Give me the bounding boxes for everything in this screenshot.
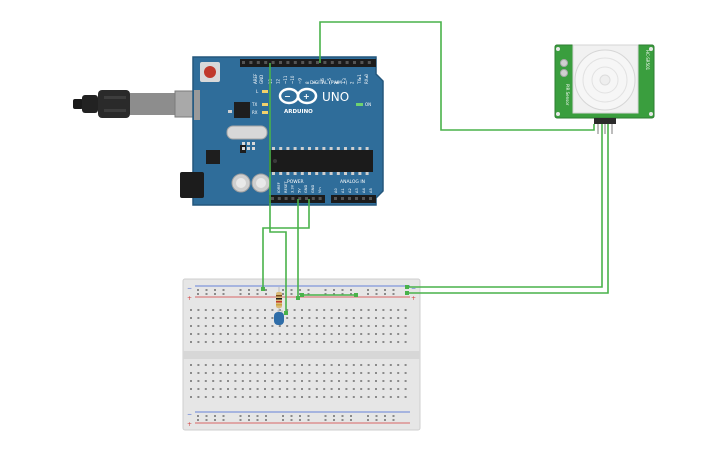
regulator-chip: [206, 150, 220, 164]
power-header[interactable]: [269, 195, 325, 203]
reset-button-cap[interactable]: [204, 66, 216, 78]
digital-header-label: DIGITAL (PWM~): [310, 80, 348, 86]
led-rx: [262, 111, 268, 114]
digital-pin-label: RX◂0: [364, 73, 369, 84]
wire-pir-gnd[interactable]: [407, 124, 609, 294]
resistor[interactable]: [276, 287, 282, 313]
analog-pin-label: A4: [362, 188, 366, 193]
wire-pin12-led[interactable]: [269, 63, 287, 313]
breadboard-holes: [190, 289, 407, 421]
wire-endpoint[interactable]: [284, 311, 288, 315]
power-header-label: POWER: [287, 179, 304, 185]
breadboard[interactable]: − + − + − +: [182, 278, 421, 431]
analog-header[interactable]: [331, 195, 376, 203]
analog-pin-label: A1: [341, 188, 345, 193]
digital-pin-label: 12: [275, 78, 280, 84]
usb-cable[interactable]: [73, 90, 199, 118]
crystal-oscillator: [226, 125, 268, 140]
pir-sensor[interactable]: PIR Sensor HC-SR501: [554, 44, 655, 134]
power-pin-label: Vin: [318, 187, 322, 193]
analog-header-label: ANALOG IN: [340, 179, 365, 185]
analog-pin-label: A3: [355, 188, 359, 193]
power-pin-label: 3.3V: [291, 184, 295, 193]
wires: [262, 21, 609, 313]
aref-label: AREF: [253, 73, 258, 84]
wire-endpoint[interactable]: [261, 287, 265, 291]
arduino-brand-text: ARDUINO: [284, 109, 313, 115]
rail-plus-mark-bottom: +: [187, 421, 192, 428]
digital-pin-label: ~5: [327, 78, 332, 84]
power-pin-label: RESET: [284, 181, 288, 193]
digital-pin-label: 7: [312, 81, 317, 84]
led-tx-label: TX: [251, 102, 257, 107]
led-rx-label: RX: [252, 110, 258, 115]
rail-plus-mark: +: [187, 295, 192, 302]
wire-endpoints: [261, 285, 409, 315]
icsp-header: [242, 142, 255, 150]
svg-text:+: +: [303, 92, 310, 101]
delay-potentiometer[interactable]: [560, 69, 568, 77]
analog-pin-label: A0: [334, 188, 338, 193]
digital-header[interactable]: [240, 59, 376, 67]
digital-pin-label: ~3: [342, 78, 347, 84]
svg-text:−: −: [284, 92, 291, 101]
digital-pin-label: 8: [305, 81, 310, 84]
digital-pin-label: 4: [335, 81, 340, 84]
analog-pin-label: A2: [348, 188, 352, 193]
rail-minus-mark-bottom: −: [187, 411, 192, 418]
led-tx: [262, 103, 268, 106]
rail-plus-mark-right: +: [411, 295, 416, 302]
digital-pin-label: ~11: [283, 75, 288, 84]
led-on-label: ON: [365, 102, 371, 107]
led-on: [356, 103, 363, 106]
arduino-logo: − +: [278, 87, 318, 105]
digital-pin-label: ~9: [298, 78, 303, 84]
led-component[interactable]: [274, 310, 284, 325]
wire-endpoint[interactable]: [300, 293, 304, 297]
digital-pin-label: ~6: [320, 78, 325, 84]
wire-endpoint[interactable]: [405, 285, 409, 289]
wire-endpoint[interactable]: [354, 293, 358, 297]
center-channel: [183, 351, 420, 359]
power-jack[interactable]: [180, 172, 204, 198]
led-l-label: L: [256, 89, 259, 94]
wire-pir-vcc[interactable]: [407, 124, 603, 288]
rail-minus-mark: −: [187, 285, 192, 292]
arduino-model-text: UNO: [322, 90, 349, 104]
pir-side-label-left: PIR Sensor: [565, 84, 570, 106]
power-pin-label: IOREF: [277, 182, 281, 193]
wire-gnd-rail[interactable]: [262, 199, 310, 289]
wire-endpoint[interactable]: [296, 296, 300, 300]
pir-pin-header[interactable]: [594, 118, 616, 124]
digital-pin-label: 2: [349, 81, 354, 84]
power-pin-label: 5V: [297, 188, 301, 193]
digital-pin-label: TX▸1: [357, 74, 362, 85]
usb-port: [194, 90, 200, 120]
wire-signal-pin7[interactable]: [319, 21, 595, 131]
power-pin-label: GND: [311, 185, 315, 193]
atmega-chip: [269, 150, 373, 172]
pir-side-label-right: HC-SR501: [645, 50, 650, 71]
wire-endpoint[interactable]: [405, 291, 409, 295]
sensitivity-potentiometer[interactable]: [560, 59, 568, 67]
gnd-label-top: GND: [259, 75, 264, 84]
analog-pin-label: A5: [369, 188, 373, 193]
power-pin-label: GND: [304, 185, 308, 193]
usb-chip: [234, 102, 250, 118]
digital-pin-label: ~10: [290, 75, 295, 84]
rail-minus-mark-right: −: [411, 285, 416, 292]
led-l: [262, 90, 268, 93]
